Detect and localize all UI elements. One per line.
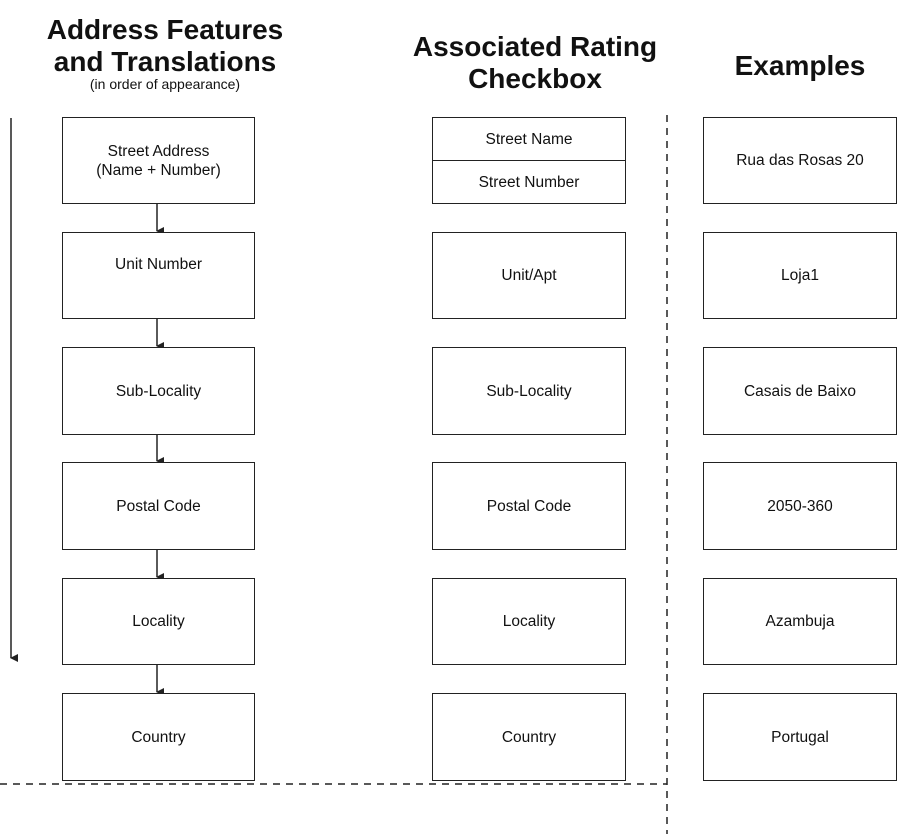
example-box-locality: Azambuja	[703, 578, 897, 665]
rating-box-unit-apt: Unit/Apt	[432, 232, 626, 319]
rating-box-postal-code: Postal Code	[432, 462, 626, 550]
feature-box-unit-number: Unit Number	[62, 232, 255, 319]
feature-label: Sub-Locality	[115, 382, 202, 400]
rating-label: Postal Code	[486, 497, 572, 515]
examples-heading: Examples	[700, 50, 900, 82]
rating-street-name: Street Name	[433, 118, 625, 160]
rating-box-locality: Locality	[432, 578, 626, 665]
feature-box-postal-code: Postal Code	[62, 462, 255, 550]
rating-heading-line1: Associated Rating	[412, 31, 658, 62]
rating-street-number: Street Number	[433, 160, 625, 203]
example-label: Azambuja	[765, 613, 835, 630]
examples-heading-text: Examples	[734, 50, 866, 81]
example-box-country: Portugal	[703, 693, 897, 781]
example-box-postal-code: 2050-360	[703, 462, 897, 550]
features-heading-line1: Address Features	[46, 14, 284, 45]
features-heading-line2: and Translations	[53, 46, 277, 77]
feature-box-locality: Locality	[62, 578, 255, 665]
rating-label: Street Number	[478, 173, 580, 191]
feature-label: Locality	[132, 613, 185, 630]
feature-label: Street Address (Name + Number)	[96, 143, 221, 179]
rating-label: Country	[501, 728, 557, 746]
example-box-street: Rua das Rosas 20	[703, 117, 897, 204]
example-label: Portugal	[771, 728, 829, 746]
example-label: 2050-360	[767, 497, 833, 515]
rating-box-street: Street Name Street Number	[432, 117, 626, 204]
rating-heading-line2: Checkbox	[468, 63, 602, 94]
feature-label: Unit Number	[115, 256, 202, 273]
feature-box-street-address: Street Address (Name + Number)	[62, 117, 255, 204]
rating-label: Street Name	[485, 130, 573, 148]
example-label: Rua das Rosas 20	[736, 152, 864, 169]
example-box-sub-locality: Casais de Baixo	[703, 347, 897, 435]
rating-box-sub-locality: Sub-Locality	[432, 347, 626, 435]
rating-label: Locality	[502, 613, 556, 630]
rating-label: Unit/Apt	[501, 267, 557, 284]
rating-box-country: Country	[432, 693, 626, 781]
example-label: Casais de Baixo	[743, 382, 856, 400]
rating-heading: Associated Rating Checkbox	[385, 31, 685, 95]
example-label: Loja1	[781, 267, 819, 284]
features-heading: Address Features and Translations (in or…	[20, 14, 310, 92]
feature-box-sub-locality: Sub-Locality	[62, 347, 255, 435]
feature-label: Postal Code	[116, 497, 201, 515]
rating-label: Sub-Locality	[486, 382, 572, 400]
feature-box-country: Country	[62, 693, 255, 781]
feature-label: Country	[131, 728, 186, 746]
example-box-unit: Loja1	[703, 232, 897, 319]
features-heading-subtitle: (in order of appearance)	[89, 76, 241, 92]
